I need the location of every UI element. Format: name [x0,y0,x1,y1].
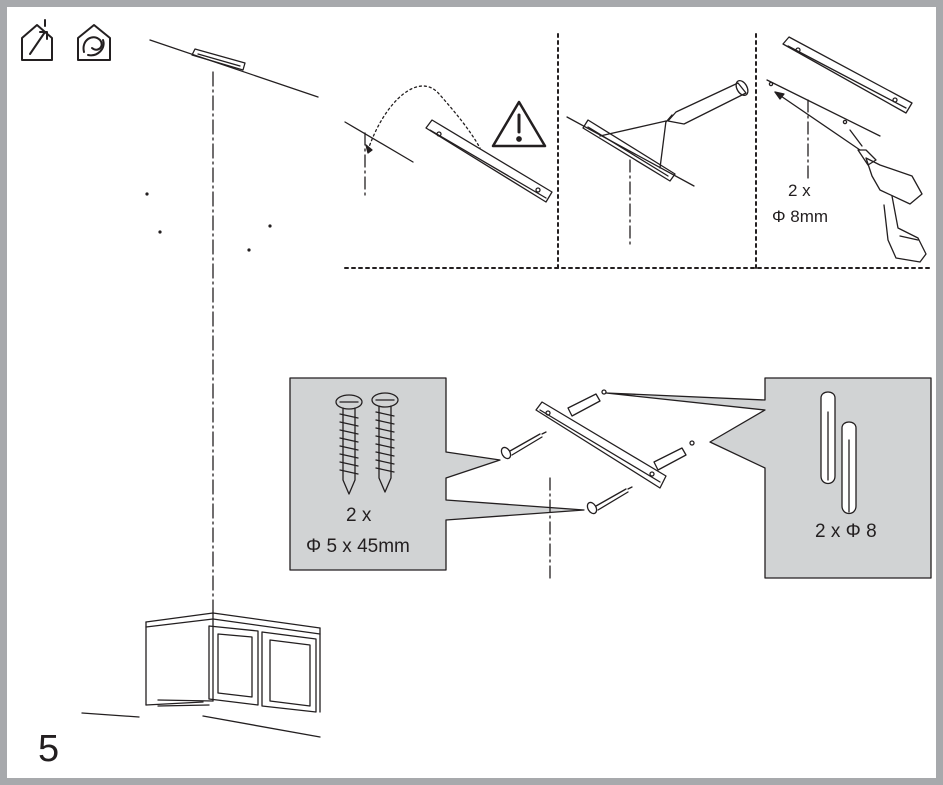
cabinet [81,612,321,738]
screw-upper [500,431,547,460]
screw-size: Φ 5 x 45mm [306,536,410,557]
wall-plug-icon-2 [841,421,857,515]
panel-measure [344,85,553,203]
screw-count: 2 x [346,505,372,526]
mount-bracket [535,401,667,579]
screw-callout [289,377,585,571]
plug-upper [567,389,607,417]
panel-drill [766,36,913,181]
ceiling-bracket [191,48,246,71]
wall-plug-icon-1 [820,391,836,485]
pencil-icon [665,79,749,125]
screw-icon-2 [371,392,399,493]
panel-mark [566,116,695,246]
warning-triangle-icon [491,100,547,148]
drill-hole-count: 2 x [788,181,811,200]
recirculation-house-icon [77,24,111,61]
mark-dots [145,192,272,252]
drill-bit-size: Φ 8mm [772,207,829,226]
ceiling-line [149,39,319,98]
step-number: 5 [38,728,60,770]
plug-lower [653,440,695,471]
screw-lower [586,486,633,515]
vent-out-house-icon [21,19,53,61]
step-separators [344,33,934,269]
wall-plug-spec: 2 x Φ 8 [815,521,877,542]
screw-icon-1 [335,394,363,495]
drill-icon [857,149,927,263]
